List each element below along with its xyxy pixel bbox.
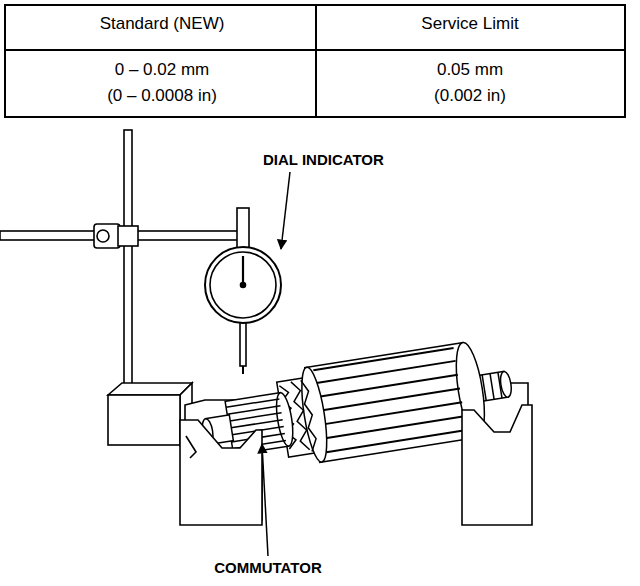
indicator-needle xyxy=(242,256,244,285)
core-slot xyxy=(326,430,466,452)
table-header: Standard (NEW) xyxy=(100,14,225,34)
indicator-bezel xyxy=(205,247,281,323)
commutator-bar xyxy=(227,406,280,414)
stand-base xyxy=(108,395,180,445)
table-cell: 0.05 mm xyxy=(437,60,503,80)
core-slot xyxy=(313,361,455,384)
indicator-stem xyxy=(237,208,249,248)
table-border xyxy=(5,5,625,117)
core-slot xyxy=(318,389,460,412)
core-slot xyxy=(322,416,464,439)
indicator-face xyxy=(210,252,276,318)
indicator-stand xyxy=(0,130,240,445)
table-header-text: Standard (NEW) xyxy=(100,14,225,33)
core-slots xyxy=(311,348,466,453)
indicator-plunger xyxy=(240,322,246,366)
leader-lines xyxy=(262,172,290,556)
table-header: Service Limit xyxy=(421,14,518,34)
stand-base xyxy=(108,383,192,395)
stand-clamp xyxy=(94,224,120,248)
commutator-bar xyxy=(226,399,279,407)
stand-clamp xyxy=(118,226,138,246)
table-cell-text: (0 – 0.0008 in) xyxy=(107,86,217,105)
armature-core xyxy=(305,343,478,463)
table-cell: 0 – 0.02 mm xyxy=(115,60,210,80)
v-block-detail xyxy=(186,436,196,458)
shaft-spline xyxy=(490,374,494,400)
table-cell-text: 0 – 0.02 mm xyxy=(115,60,210,79)
core-slot xyxy=(316,375,458,398)
part-label-text: COMMUTATOR xyxy=(213,559,322,576)
stand-rod xyxy=(124,130,132,392)
part-label: COMMUTATOR xyxy=(213,559,322,577)
table-rule xyxy=(315,5,317,117)
commutator-bar xyxy=(228,413,281,421)
v-block-front xyxy=(462,405,532,525)
armature-winding xyxy=(297,366,332,464)
table-cell-text: (0.002 in) xyxy=(434,86,506,105)
core-slot xyxy=(320,402,462,425)
spec-table xyxy=(5,5,625,117)
table-header-text: Service Limit xyxy=(421,14,518,33)
clamp-knob xyxy=(97,230,109,242)
table-cell: (0 – 0.0008 in) xyxy=(107,86,217,106)
leader-line xyxy=(281,172,290,249)
v-block xyxy=(180,405,532,525)
leader-line xyxy=(262,444,268,556)
core-slot xyxy=(313,348,453,370)
part-label: DIAL INDICATOR xyxy=(262,151,385,169)
commutator-bar xyxy=(229,420,282,428)
table-cell: (0.002 in) xyxy=(434,86,506,106)
shaft-spline xyxy=(498,372,502,398)
table-cell-text: 0.05 mm xyxy=(437,60,503,79)
part-label-text: DIAL INDICATOR xyxy=(262,151,385,168)
armature-shaft xyxy=(499,371,513,398)
indicator-hub xyxy=(241,283,246,288)
dial-indicator xyxy=(205,208,281,374)
indicator-tip xyxy=(242,366,244,374)
v-block-front xyxy=(180,420,262,525)
